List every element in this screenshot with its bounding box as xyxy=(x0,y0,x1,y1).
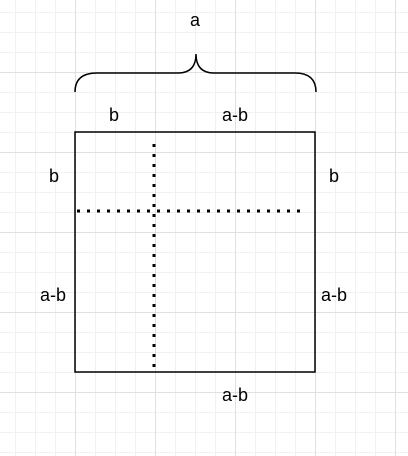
right-top-label: b xyxy=(328,166,340,186)
bottom-label: a-b xyxy=(221,385,249,405)
left-top-label: b xyxy=(48,166,60,186)
left-bottom-label: a-b xyxy=(39,285,67,305)
curly-brace xyxy=(74,53,317,93)
top-left-label: b xyxy=(108,105,120,125)
top-right-label: a-b xyxy=(221,105,249,125)
brace-label: a xyxy=(189,10,201,30)
square-outline xyxy=(74,131,316,373)
right-bottom-label: a-b xyxy=(320,285,348,305)
